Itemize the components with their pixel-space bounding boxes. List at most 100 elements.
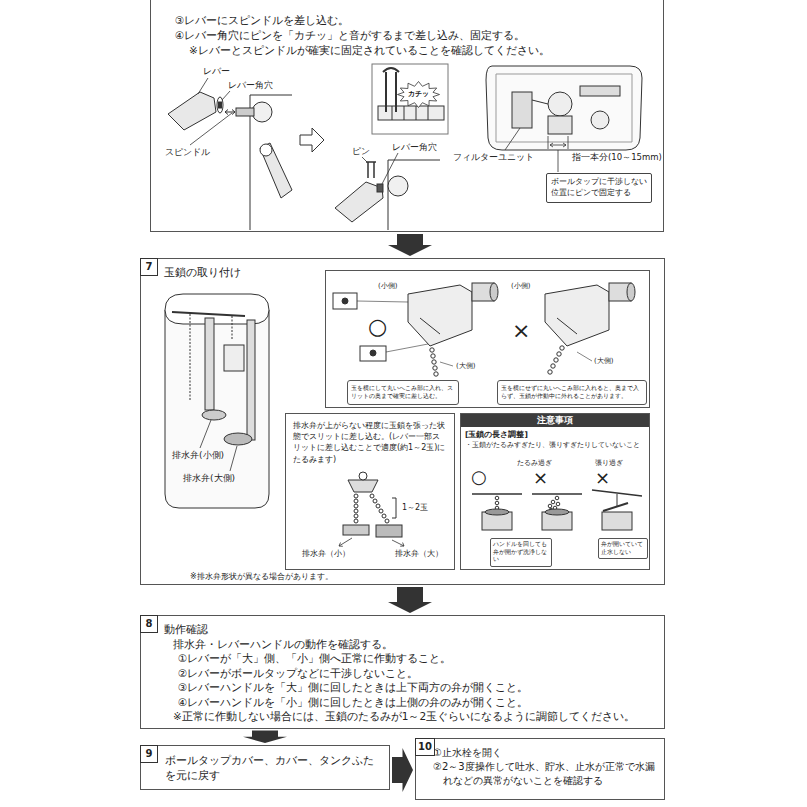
lever-spindle-figure (260, 143, 292, 198)
part-label: フィルターユニット (453, 152, 534, 162)
lever-spindle-figure (219, 102, 222, 108)
chain-slack-figure (354, 509, 358, 513)
node-text: 排水弁が上がらない程度に玉鎖を張った状態でスリットに差し込む。(レバー一部スリッ… (293, 420, 447, 465)
tank-top-view (512, 92, 532, 128)
chain-ok-figure (370, 350, 376, 356)
chain-ng-figure (554, 358, 558, 362)
part-label: (大側) (456, 362, 475, 370)
caution-box: 注意事項[玉鎖の長さ調整]・玉鎖がたるみすぎたり、張りすぎたりしていないことハン… (460, 413, 650, 570)
click-starburst (398, 82, 440, 108)
chain-length-figures (548, 504, 552, 508)
chain-slack-figure (385, 519, 389, 523)
chain-ok-figure (432, 360, 436, 364)
tank-top-view (558, 150, 559, 172)
tank-top-view (548, 116, 572, 134)
pin-figure (388, 160, 440, 230)
pin-figure (335, 153, 440, 230)
chain-slack-figure (354, 504, 358, 508)
chain-ok-figure (342, 298, 348, 304)
node-text: ①レバーが「大」側、「小」側へ正常に作動すること。 (178, 651, 656, 666)
node-text: ②レバーがボールタップなどに干渉しないこと。 (178, 666, 656, 681)
step-box: 玉鎖の取り付け7(小側)(大側)(小側)(大側)玉を横にして丸いへこみ部に入れ、… (140, 258, 665, 585)
leader-line (222, 91, 230, 100)
chain-length-figures (485, 509, 509, 515)
chain-length-figures (603, 503, 628, 511)
instruction-box: 排水弁が上がらない程度に玉鎖を張った状態でスリットに差し込む。(レバー一部スリッ… (285, 413, 455, 570)
part-label: ○ (471, 466, 487, 488)
chain-ok-figure (333, 293, 357, 309)
part-label: 指一本分(10～15mm) (572, 152, 662, 162)
part-label: 張り過ぎ (595, 459, 623, 467)
tank-top-view (548, 92, 572, 116)
chain-length-figures (551, 500, 555, 504)
part-label: たるみ過ぎ (517, 459, 552, 467)
chain-slack-figure (354, 494, 358, 498)
chain-ok-figure (408, 285, 472, 346)
step-box: ①止水栓を開く②2～3度操作して吐水、貯水、止水が正常で水漏れなどの異常がないこ… (415, 738, 665, 800)
lever-spindle-figure (168, 92, 292, 230)
chain-slack-figure (354, 499, 358, 503)
chain-length-figures (545, 509, 569, 515)
chain-ng-figure (545, 285, 609, 346)
node-text: [玉鎖の長さ調整] (465, 430, 649, 440)
node-text: ④レバー角穴にピンを「カチッ」と音がするまで差し込み、固定する。 (175, 28, 655, 43)
chain-length-figures (472, 490, 642, 530)
part-label: ※排水弁形状が異なる場合があります。 (190, 572, 333, 582)
node-text: ハンドルを回しても弁が開かず洗浄しない (493, 541, 549, 564)
lever-spindle-figure (225, 110, 235, 115)
detail-inset (383, 68, 399, 112)
tank-top-view (591, 111, 609, 129)
part-label: × (595, 467, 610, 489)
tank-top-view (505, 128, 520, 150)
chain-ng-figure (557, 352, 561, 356)
tank-figure (224, 433, 252, 445)
step-number-text: 8 (141, 616, 157, 632)
node-text: ④レバーハンドルを「小」側に回したときは上側の弁のみが開くこと。 (178, 695, 656, 710)
chain-ok-figure (440, 362, 453, 366)
node-text: ボールタップに干渉しない位置にピンで固定する (551, 177, 647, 199)
chain-ok-figure (386, 344, 428, 352)
note-box: 玉を横にせずに丸いへこみ部に入れると、奥まで入らず、玉鎖が作動中に外れることがあ… (497, 380, 647, 405)
chain-ng-figure (577, 352, 592, 361)
node-text: ※レバーとスピンドルが確実に固定されていることを確認してください。 (189, 43, 655, 58)
node-text: ※正常に作動しない場合には、玉鎖のたるみが1～2玉ぐらいになるように調節してくだ… (173, 709, 656, 724)
tank-figure (205, 318, 214, 410)
pin-figure (366, 162, 376, 178)
pin-figure (362, 157, 367, 162)
tank-top-view (548, 136, 568, 149)
callout-box: ボールタップに干渉しない位置にピンで固定する (546, 173, 652, 203)
flow-arrow (243, 731, 287, 744)
part-label: (小側) (511, 282, 530, 290)
node-text: 玉鎖の取り付け (164, 265, 656, 280)
part-label: × (533, 467, 548, 489)
chain-ok-figure (434, 372, 438, 376)
tank-figure (247, 320, 255, 440)
part-label: 排水弁(小側) (172, 450, 224, 461)
tank-figure (172, 312, 245, 316)
detail-inset (378, 106, 444, 120)
chain-slack-figure (392, 498, 396, 518)
note-box: 玉を横にして丸いへこみ部に入れ、スリットの奥まで確実に差し込む。 (347, 380, 459, 405)
node-text: 弁が開いていて止水しない (601, 541, 645, 556)
chain-ok-figure (420, 318, 440, 334)
part-label: レバー (203, 66, 230, 76)
part-label: 排水弁(大側) (183, 473, 235, 484)
chain-length-figures (495, 496, 499, 500)
step-box: ③レバーにスピンドルを差し込む。④レバー角穴にピンを「カチッ」と音がするまで差し… (150, 0, 664, 232)
chain-ng-figure (551, 364, 555, 368)
step-number-text: 9 (141, 746, 157, 762)
detail-inset (392, 106, 428, 120)
step-arrow (300, 128, 324, 152)
chain-ok-figure (433, 366, 437, 370)
chain-ok-figure (360, 346, 386, 361)
tank-figure (190, 314, 191, 400)
tank-figure (165, 310, 269, 508)
chain-length-figures (495, 501, 499, 505)
node-text: ②2～3度操作して吐水、貯水、止水が正常で水漏れなどの異常がないことを確認する (433, 760, 658, 788)
chain-length-figures (555, 496, 559, 500)
part-label: レバー角穴 (392, 142, 437, 152)
chain-slack-figure (354, 514, 358, 518)
part-label: 1～2玉 (402, 503, 428, 513)
lever-spindle-figure (236, 108, 254, 116)
